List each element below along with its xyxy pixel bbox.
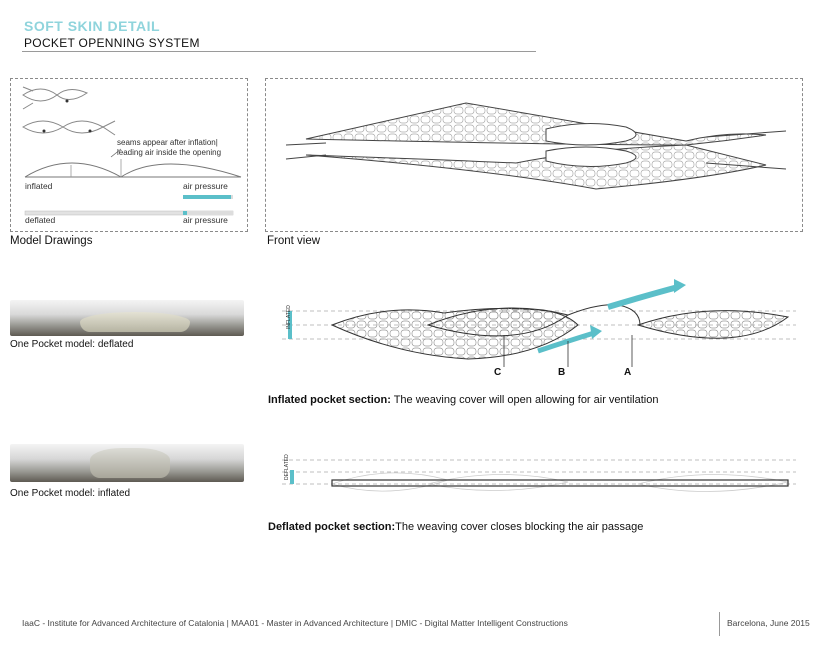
deflated-caption-text: The weaving cover closes blocking the ai…: [395, 521, 644, 533]
front-view-panel: [265, 78, 803, 232]
label-a: A: [624, 367, 631, 378]
inflated-caption-bold: Inflated pocket section:: [268, 394, 391, 406]
deflated-label: deflated: [25, 215, 56, 225]
label-c: C: [494, 367, 501, 378]
model-drawings-diagram: [22, 86, 242, 216]
sheet-title: SOFT SKIN DETAIL: [24, 18, 161, 34]
sheet-subtitle: POCKET OPENNING SYSTEM: [24, 36, 200, 50]
deflated-section-drawing: DEFLATED: [268, 450, 800, 500]
label-b: B: [558, 367, 565, 378]
inflated-side-tag: INFLATED: [286, 305, 292, 329]
deflated-photo-caption: One Pocket model: deflated: [10, 339, 134, 350]
model-drawings-panel: seams appear after inflation| leading ai…: [10, 78, 248, 232]
footer-divider: [719, 612, 720, 636]
footer-location-date: Barcelona, June 2015: [727, 618, 810, 628]
model-drawings-caption: Model Drawings: [10, 235, 93, 247]
air-pressure-label-deflated: air pressure: [183, 215, 228, 225]
inflated-section-drawing: INFLATED C B A: [268, 275, 800, 385]
inflated-model-photo: [10, 444, 244, 482]
inflated-section-caption: Inflated pocket section: The weaving cov…: [268, 394, 658, 406]
deflated-section-caption: Deflated pocket section:The weaving cove…: [268, 521, 643, 533]
inflated-photo-caption: One Pocket model: inflated: [10, 488, 131, 499]
seams-note-line1: seams appear after inflation|: [117, 138, 218, 147]
seams-note-line2: leading air inside the opening: [117, 148, 222, 157]
header-rule: [22, 51, 536, 52]
deflated-side-tag: DEFLATED: [284, 454, 290, 480]
deflated-pressure-bar: [183, 211, 187, 215]
deflated-caption-bold: Deflated pocket section:: [268, 521, 396, 533]
deflated-model-photo: [10, 300, 244, 336]
inflated-pressure-bar: [183, 195, 231, 199]
front-view-drawing: [285, 102, 787, 190]
air-pressure-label-inflated: air pressure: [183, 181, 228, 191]
inflated-caption-text: The weaving cover will open allowing for…: [390, 394, 659, 406]
footer-credits: IaaC - Institute for Advanced Architectu…: [22, 618, 568, 628]
inflated-label: inflated: [25, 181, 53, 191]
front-view-caption: Front view: [267, 235, 321, 247]
